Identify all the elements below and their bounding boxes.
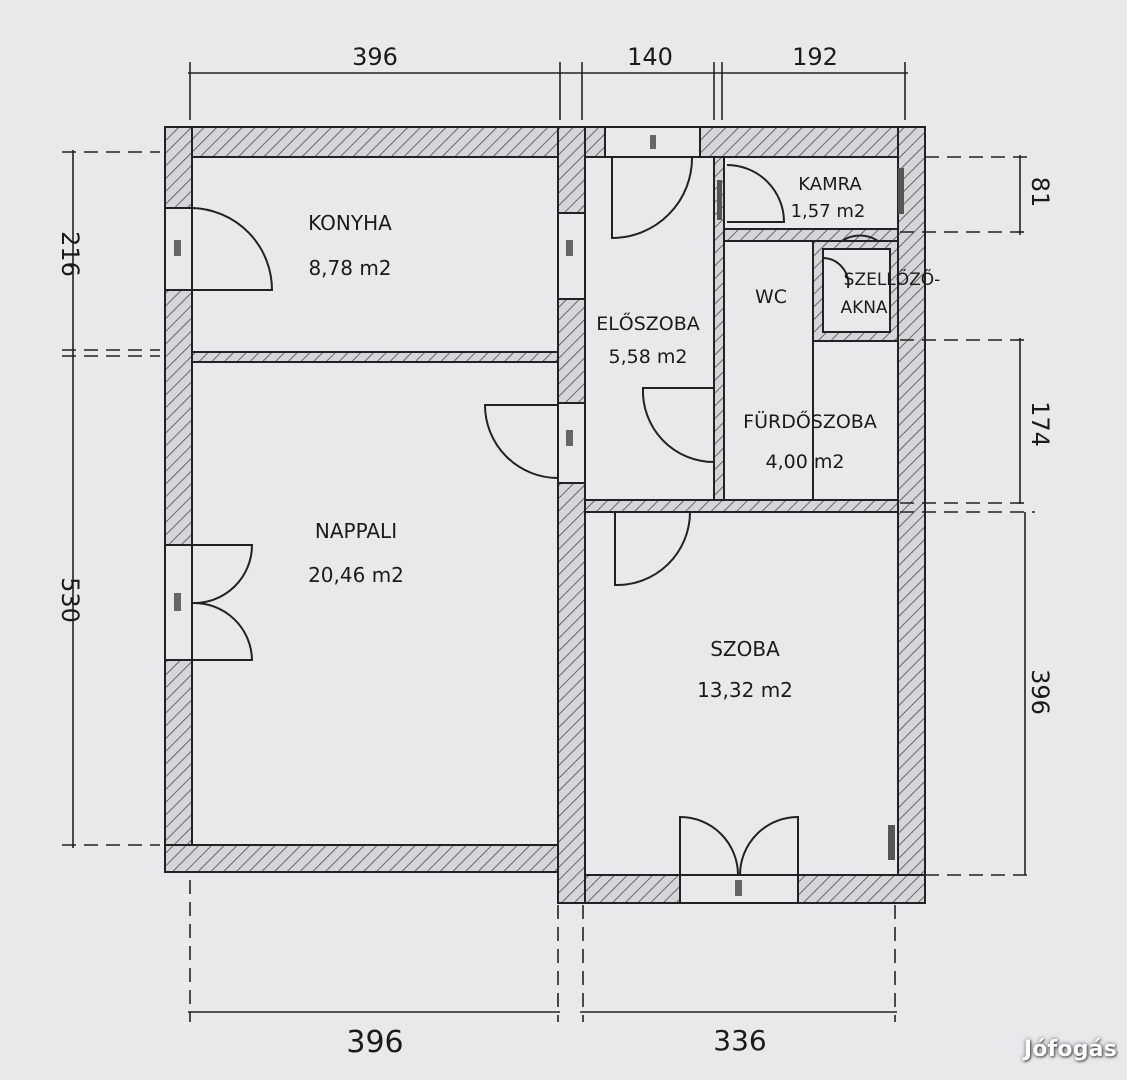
dimension-right-top: 81 [1026, 177, 1054, 208]
room-area-eloszoba: 5,58 m2 [609, 346, 688, 368]
room-floors [191, 156, 899, 876]
dimension-labels: 396 140 192 216 530 81 174 396 396 336 [56, 43, 1054, 1060]
room-area-kamra: 1,57 m2 [791, 201, 866, 222]
room-area-konyha: 8,78 m2 [308, 256, 391, 280]
dimension-bottom-right: 336 [713, 1024, 766, 1057]
room-name-szellozo-line2: AKNA [840, 298, 887, 318]
room-name-furdoszoba: FÜRDŐSZOBA [743, 409, 877, 433]
room-name-szellozo-line1: SZELLŐZŐ- [844, 268, 941, 290]
dimension-right-lower: 396 [1026, 669, 1054, 715]
window-kitchen [164, 207, 193, 291]
room-name-wc: WC [755, 286, 787, 308]
room-name-eloszoba: ELŐSZOBA [596, 311, 700, 335]
dimension-right-middle: 174 [1026, 401, 1054, 447]
wall-kitchen-living [191, 351, 559, 363]
dimension-left-upper: 216 [56, 231, 84, 277]
wall-bottom-left [164, 844, 559, 873]
door-room [614, 511, 691, 587]
room-name-szoba: SZOBA [710, 637, 780, 661]
dimension-lines [62, 62, 1035, 1022]
door-kitchen [191, 207, 274, 291]
dimension-bottom-left: 396 [346, 1025, 403, 1060]
door-living [483, 404, 559, 479]
room-name-nappali: NAPPALI [315, 519, 397, 543]
room-labels: KONYHA 8,78 m2 NAPPALI 20,46 m2 ELŐSZOBA… [308, 174, 940, 702]
wall-right [897, 126, 926, 904]
door-entry [611, 156, 694, 240]
dimension-top-right: 192 [792, 43, 838, 71]
room-area-furdoszoba: 4,00 m2 [766, 451, 845, 473]
wall-top [164, 126, 926, 158]
room-name-kamra: KAMRA [798, 174, 862, 195]
door-bathroom [641, 387, 715, 464]
dimension-top-left: 396 [352, 43, 398, 71]
room-area-szoba: 13,32 m2 [697, 678, 793, 702]
openings [164, 126, 904, 904]
watermark-logo: Jófogás [1023, 1037, 1117, 1062]
wall-pantry-bottom [723, 228, 899, 242]
dimension-left-lower: 530 [56, 577, 84, 623]
door-pantry [726, 164, 786, 223]
dimension-top-middle: 140 [627, 43, 673, 71]
wall-room-top [584, 499, 899, 513]
room-name-konyha: KONYHA [308, 211, 392, 235]
room-area-nappali: 20,46 m2 [308, 563, 404, 587]
